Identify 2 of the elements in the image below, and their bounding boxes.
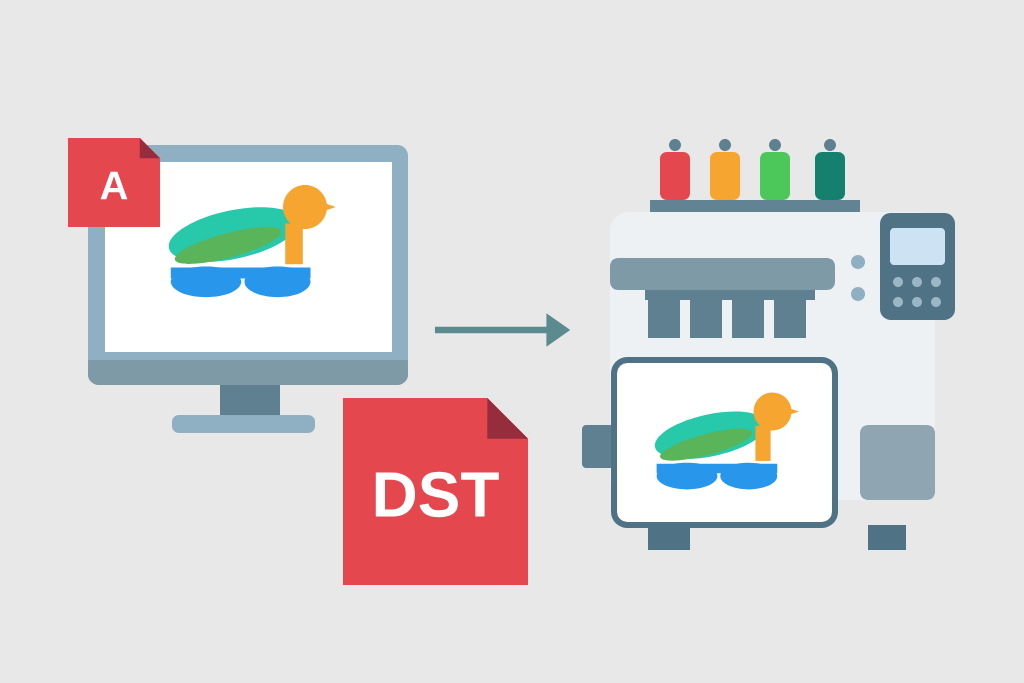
embroidery-machine-drawing [582,139,955,550]
monitor-drawing [88,145,408,433]
